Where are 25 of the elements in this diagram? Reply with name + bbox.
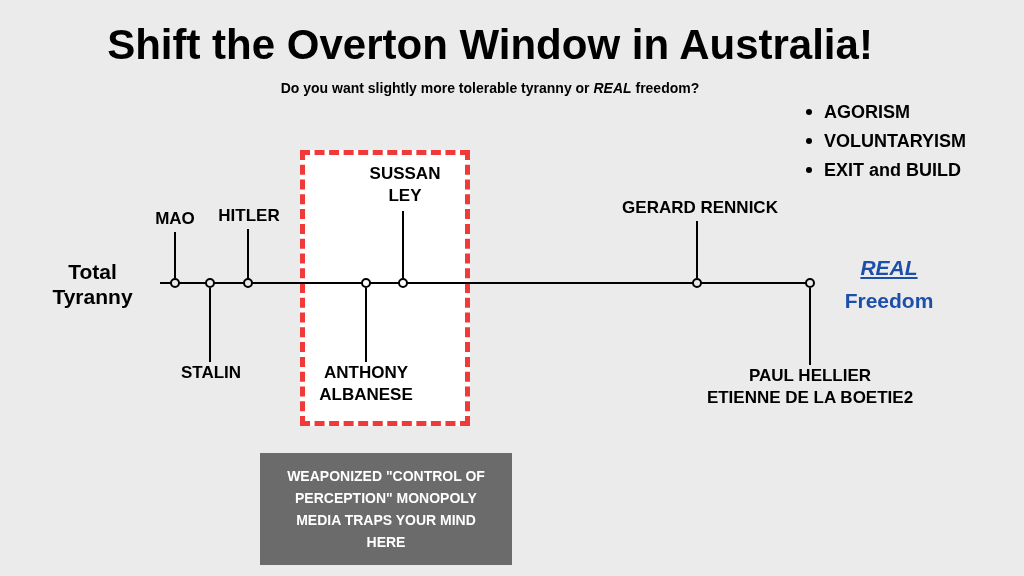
leader-line xyxy=(247,228,249,279)
name-label: PAUL HELLIER xyxy=(748,365,872,387)
bullet-item: EXIT and BUILD xyxy=(806,157,961,184)
bullet-item: AGORISM xyxy=(806,99,910,126)
dashed-frame xyxy=(300,150,470,426)
name-label: HITLER xyxy=(218,205,280,227)
text-label: Freedom xyxy=(843,288,935,314)
name-label: SUSSAN LEY xyxy=(368,163,442,207)
leader-line xyxy=(809,287,811,366)
text-label: Do you want slightly more tolerable tyranny or REAL freedom? xyxy=(279,79,701,98)
title: Shift the Overton Window in Australia! xyxy=(106,20,874,70)
leader-line xyxy=(174,231,176,279)
text-label: REAL xyxy=(859,255,919,281)
note-box: WEAPONIZED "CONTROL OF PERCEPTION" MONOPOLY MEDIA TRAPS YOUR MIND HERE xyxy=(260,453,512,565)
name-label: ETIENNE DE LA BOETIE2 xyxy=(706,387,914,409)
text-label: Total Tyranny xyxy=(51,259,134,309)
leader-line xyxy=(402,210,404,279)
leader-line xyxy=(696,220,698,279)
name-label: STALIN xyxy=(180,362,242,384)
leader-line xyxy=(209,287,211,363)
name-label: ANTHONY ALBANESE xyxy=(318,362,414,406)
name-label: GERARD RENNICK xyxy=(622,197,778,219)
leader-line xyxy=(365,287,367,363)
bullet-item: VOLUNTARYISM xyxy=(806,128,966,155)
name-label: MAO xyxy=(155,208,195,230)
